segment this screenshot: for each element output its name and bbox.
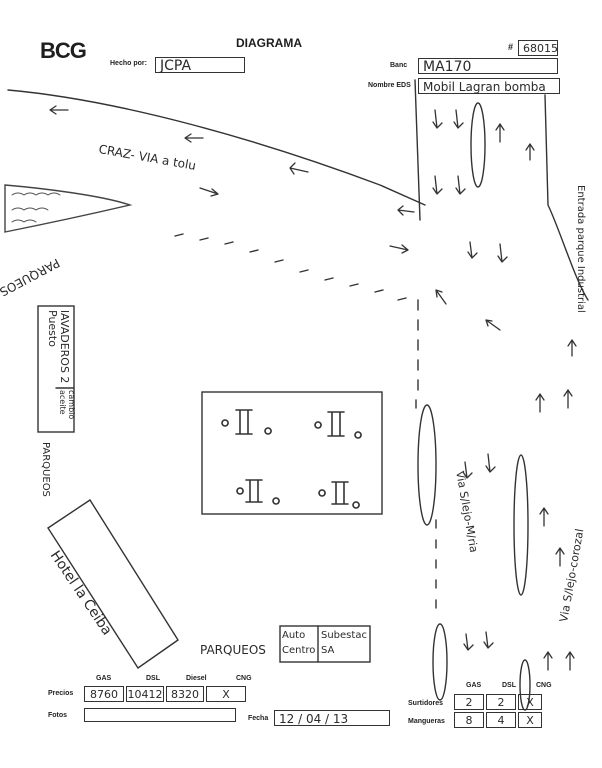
col-dsl-label: DSL xyxy=(146,675,160,682)
mangueras-cng-field[interactable]: X xyxy=(518,712,542,728)
road-edge-top xyxy=(7,89,426,206)
surtidores-row: 2 2 X xyxy=(454,694,544,710)
surtidores-gas-field[interactable]: 2 xyxy=(454,694,484,710)
fecha-label: Fecha xyxy=(248,715,269,722)
parqueos-bottom-label: PARQUEOS xyxy=(200,643,266,657)
precio-gas-field[interactable]: 8760 xyxy=(84,686,124,702)
fotos-field[interactable] xyxy=(84,708,236,722)
island-bottom-left xyxy=(432,623,448,701)
mangueras-label: Mangueras xyxy=(408,718,445,725)
lavaderos-outline xyxy=(37,305,75,433)
road-edge-dashed-vertical xyxy=(415,299,437,609)
precios-label: Precios xyxy=(48,690,74,697)
surtidores-label: Surtidores xyxy=(408,700,444,707)
mangueras-row: 8 4 X xyxy=(454,712,544,728)
island-middle-right xyxy=(513,454,529,596)
hecho-por-field[interactable]: JCPA xyxy=(155,57,245,74)
entrada-label: Entrada parque Industrial xyxy=(575,185,586,313)
fecha-value: 12 / 04 / 13 xyxy=(279,712,349,726)
vegetation-left xyxy=(4,184,133,233)
precios-row: 8760 10412 8320 X xyxy=(84,686,248,702)
hotel-outline xyxy=(47,499,179,669)
autocentro-label: Auto Centro xyxy=(282,630,316,656)
island-middle-left xyxy=(417,404,437,526)
mangueras-gas-field[interactable]: 8 xyxy=(454,712,484,728)
surtidores-cng-field[interactable]: X xyxy=(518,694,542,710)
traffic-arrows xyxy=(49,105,577,671)
sur-dsl-label: DSL xyxy=(502,682,516,689)
dispenser-icons xyxy=(221,409,362,509)
nombre-eds-label: Nombre EDS xyxy=(368,82,411,89)
number-hash: # xyxy=(508,42,514,52)
hecho-por-value: JCPA xyxy=(160,58,192,74)
sur-cng-label: CNG xyxy=(536,682,552,689)
col-cng-label: CNG xyxy=(236,675,252,682)
banc-field[interactable]: MA170 xyxy=(418,58,558,75)
banc-label: Banc xyxy=(390,62,408,69)
subestacion-label: Subestac SA xyxy=(321,630,367,656)
station-number-field[interactable]: 68015 xyxy=(518,40,558,56)
road-edge-right xyxy=(414,79,421,221)
road-edge-dashed xyxy=(174,233,407,301)
col-diesel-label: Diesel xyxy=(186,675,207,682)
lavaderos-label: lAVADEROS 2 Puesto xyxy=(46,310,71,384)
precio-diesel-field[interactable]: 8320 xyxy=(166,686,204,702)
nombre-eds-field[interactable]: Mobil Lagran bomba xyxy=(418,78,560,94)
mangueras-dsl-field[interactable]: 4 xyxy=(486,712,516,728)
company-logo: BCG xyxy=(40,38,87,63)
banc-value: MA170 xyxy=(423,59,472,75)
fecha-field[interactable]: 12 / 04 / 13 xyxy=(274,710,390,726)
fotos-label: Fotos xyxy=(48,712,68,719)
station-number-value: 68015 xyxy=(523,42,557,55)
hecho-por-label: Hecho por: xyxy=(110,60,147,67)
parqueos-left-label: PARQUEOS xyxy=(40,442,51,497)
nombre-eds-value: Mobil Lagran bomba xyxy=(423,80,546,94)
sur-gas-label: GAS xyxy=(466,682,482,689)
island-bottom-right xyxy=(519,659,531,711)
cambio-aceite-label: cambio aceite xyxy=(58,390,76,420)
precio-cng-field[interactable]: X xyxy=(206,686,246,702)
island-top xyxy=(470,102,486,188)
surtidores-dsl-field[interactable]: 2 xyxy=(486,694,516,710)
col-gas-label: GAS xyxy=(96,675,112,682)
precio-dsl-field[interactable]: 10412 xyxy=(126,686,164,702)
road-edge-right-2 xyxy=(544,94,589,301)
canopy-outline xyxy=(201,391,383,515)
autocentro-outline xyxy=(279,625,371,663)
page-title: DIAGRAMA xyxy=(236,36,302,50)
